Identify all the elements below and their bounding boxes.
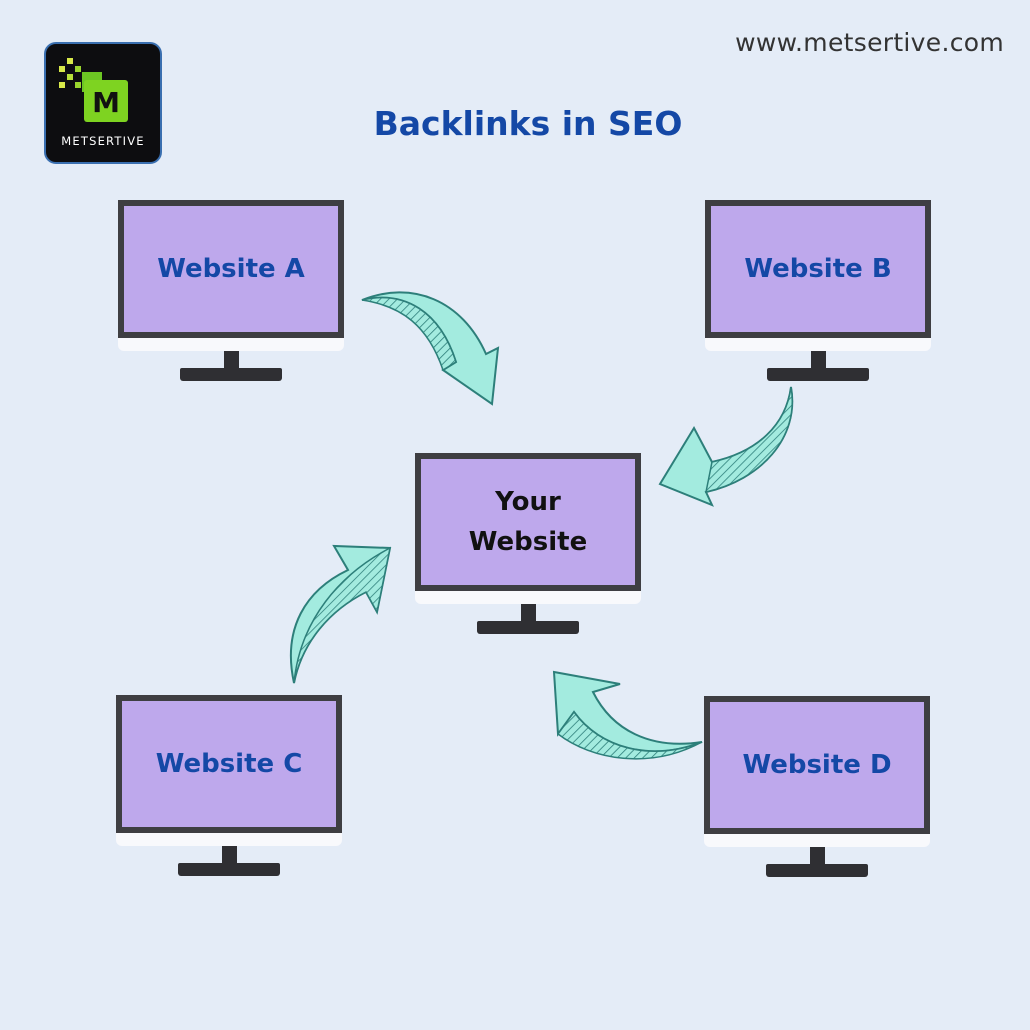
monitor-base xyxy=(767,368,869,381)
monitor-chin xyxy=(705,338,931,351)
arrow-website-b xyxy=(658,386,794,507)
monitor-chin xyxy=(118,338,344,351)
arrow-website-a xyxy=(361,291,500,406)
monitor-neck xyxy=(810,847,825,865)
monitor-screen xyxy=(705,200,931,338)
arrow-website-c xyxy=(289,544,392,684)
your-website-label-line2: Website xyxy=(468,527,588,557)
monitor-website-d: Website D xyxy=(704,696,930,878)
website-d-label: Website D xyxy=(742,750,892,780)
monitor-website-b: Website B xyxy=(705,200,931,382)
monitor-chin xyxy=(704,834,930,847)
monitor-website-a: Website A xyxy=(118,200,344,382)
monitor-screen xyxy=(118,200,344,338)
brand-logo: M METSERTIVE xyxy=(44,42,162,164)
your-website-label-line1: Your xyxy=(495,487,561,517)
monitor-chin xyxy=(415,591,641,604)
your-website-label: Your Website xyxy=(415,453,641,591)
monitor-screen xyxy=(704,696,930,834)
arrow-website-d xyxy=(552,670,703,760)
monitor-your-website: Your Website xyxy=(415,453,641,635)
monitor-chin xyxy=(116,833,342,846)
website-a-label: Website A xyxy=(157,254,305,284)
website-c-label: Website C xyxy=(155,749,303,779)
monitor-neck xyxy=(811,351,826,369)
monitor-base xyxy=(178,863,280,876)
logo-letter: M xyxy=(92,86,120,119)
monitor-base xyxy=(180,368,282,381)
monitor-screen xyxy=(415,453,641,591)
monitor-neck xyxy=(222,846,237,864)
monitor-base xyxy=(766,864,868,877)
logo-mark-icon: M xyxy=(59,58,128,122)
page-title: Backlinks in SEO xyxy=(373,104,683,143)
monitor-neck xyxy=(521,604,536,622)
monitor-screen xyxy=(116,695,342,833)
website-b-label: Website B xyxy=(744,254,892,284)
logo-text: METSERTIVE xyxy=(61,134,145,148)
monitor-website-c: Website C xyxy=(116,695,342,877)
monitor-base xyxy=(477,621,579,634)
site-url: www.metsertive.com xyxy=(735,28,1004,57)
monitor-neck xyxy=(224,351,239,369)
